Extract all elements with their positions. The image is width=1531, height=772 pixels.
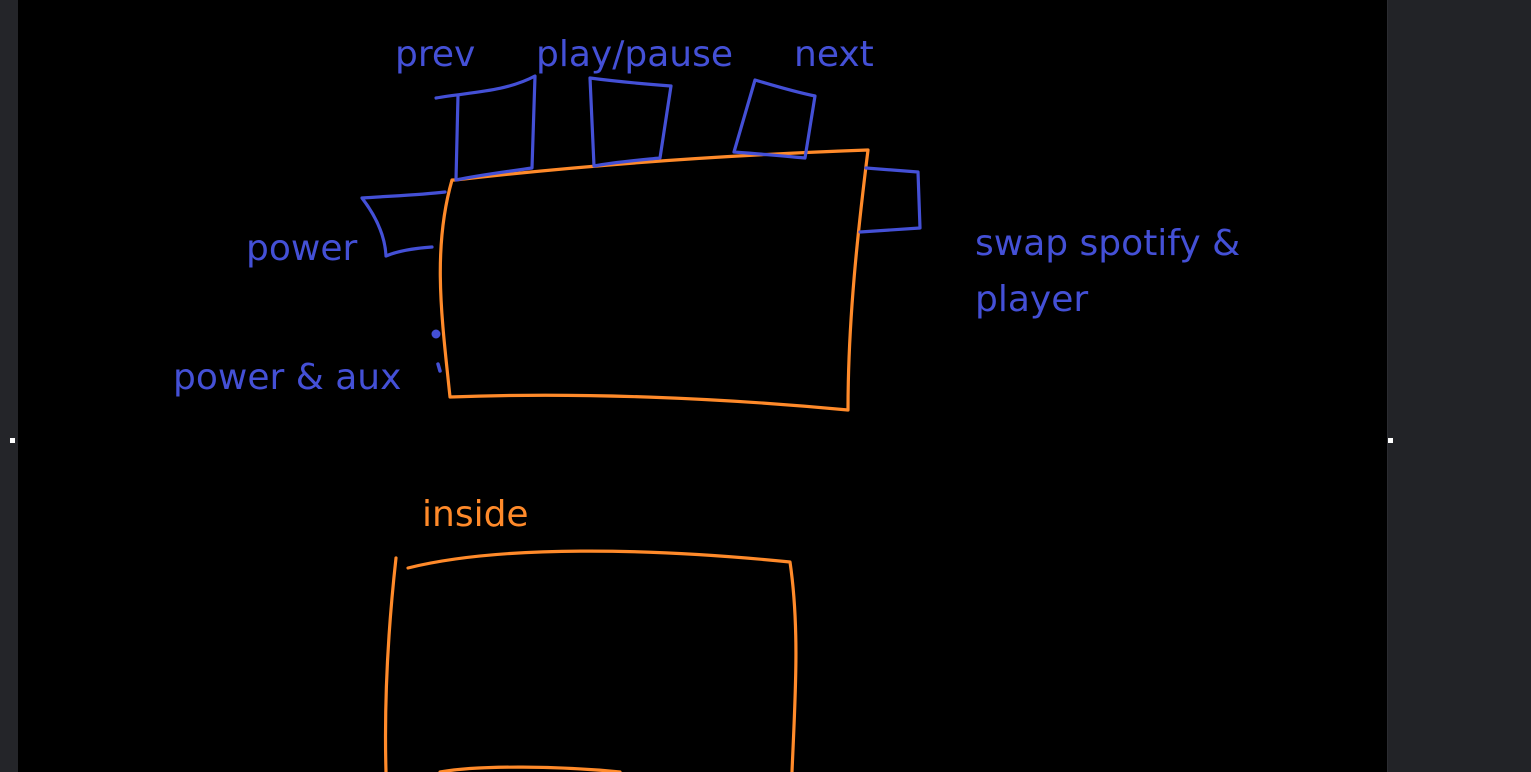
inside-outline-left (383, 556, 398, 772)
inside-outline-bottom (438, 765, 622, 772)
inside-outline (406, 549, 798, 772)
swap-button-shape (858, 166, 922, 234)
right-side-panel (1387, 0, 1531, 772)
power-aux-dot-2 (436, 362, 442, 373)
sketch-svg: prev play/pause next power power & aux s… (173, 34, 1240, 772)
power-button-shape (360, 190, 447, 258)
play-pause-label: play/pause (536, 34, 733, 75)
prev-label: prev (395, 34, 475, 75)
device-outline-top (438, 148, 870, 412)
resize-handle-right[interactable] (1388, 438, 1393, 443)
drawing-canvas[interactable]: prev play/pause next power power & aux s… (18, 0, 1387, 772)
resize-handle-left[interactable] (10, 438, 15, 443)
left-gutter (0, 0, 18, 772)
next-button-shape (732, 78, 817, 160)
prev-button-shape (434, 74, 537, 182)
inside-label: inside (422, 494, 529, 535)
swap-label-line2: player (975, 279, 1088, 320)
power-aux-dot-1 (431, 329, 441, 339)
swap-label-line1: swap spotify & (975, 223, 1240, 264)
play-pause-button-shape (588, 76, 673, 168)
power-label: power (246, 228, 357, 269)
power-aux-label: power & aux (173, 357, 401, 398)
next-label: next (794, 34, 874, 75)
